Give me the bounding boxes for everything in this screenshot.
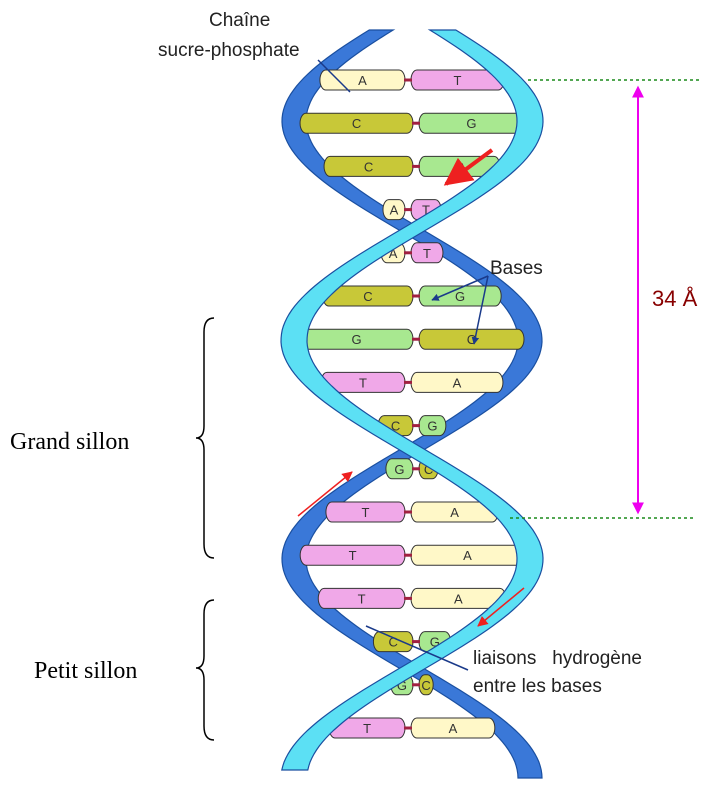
base-letter: T xyxy=(359,375,367,390)
base-letter: T xyxy=(363,721,371,736)
base-letter: A xyxy=(390,203,399,218)
base-letter: C xyxy=(352,116,361,131)
base-letter: G xyxy=(394,462,404,477)
bases-label: Bases xyxy=(490,258,543,279)
base-letter: A xyxy=(454,591,463,606)
base-letter: A xyxy=(463,548,472,563)
base-letter: T xyxy=(454,73,462,88)
base-letter: G xyxy=(427,419,437,434)
base-letter: T xyxy=(361,505,369,520)
base-letter: G xyxy=(351,332,361,347)
minor-groove-brace xyxy=(196,600,214,740)
base-letter: G xyxy=(455,289,465,304)
base-letter: T xyxy=(423,246,431,261)
base-letter: A xyxy=(450,505,459,520)
major-groove-brace xyxy=(196,318,214,558)
base-letter: A xyxy=(358,73,367,88)
minor-groove-label: Petit sillon xyxy=(34,658,137,684)
base-letter: C xyxy=(421,678,430,693)
base-letter: C xyxy=(363,289,372,304)
base-letter: C xyxy=(364,159,373,174)
hydrogen-bonds-label-line2: entre les bases xyxy=(473,676,602,697)
major-groove-label: Grand sillon xyxy=(10,429,129,455)
base-letter: A xyxy=(453,375,462,390)
chain-label-line1: Chaîne xyxy=(209,10,270,31)
hydrogen-bonds-label-line1: liaisons hydrogène xyxy=(473,648,642,669)
chain-label-line2: sucre-phosphate xyxy=(158,40,300,61)
base-letter: G xyxy=(466,116,476,131)
base-letter: T xyxy=(349,548,357,563)
base-letter: T xyxy=(358,591,366,606)
pitch-label: 34 Å xyxy=(652,286,698,311)
base-letter: A xyxy=(449,721,458,736)
